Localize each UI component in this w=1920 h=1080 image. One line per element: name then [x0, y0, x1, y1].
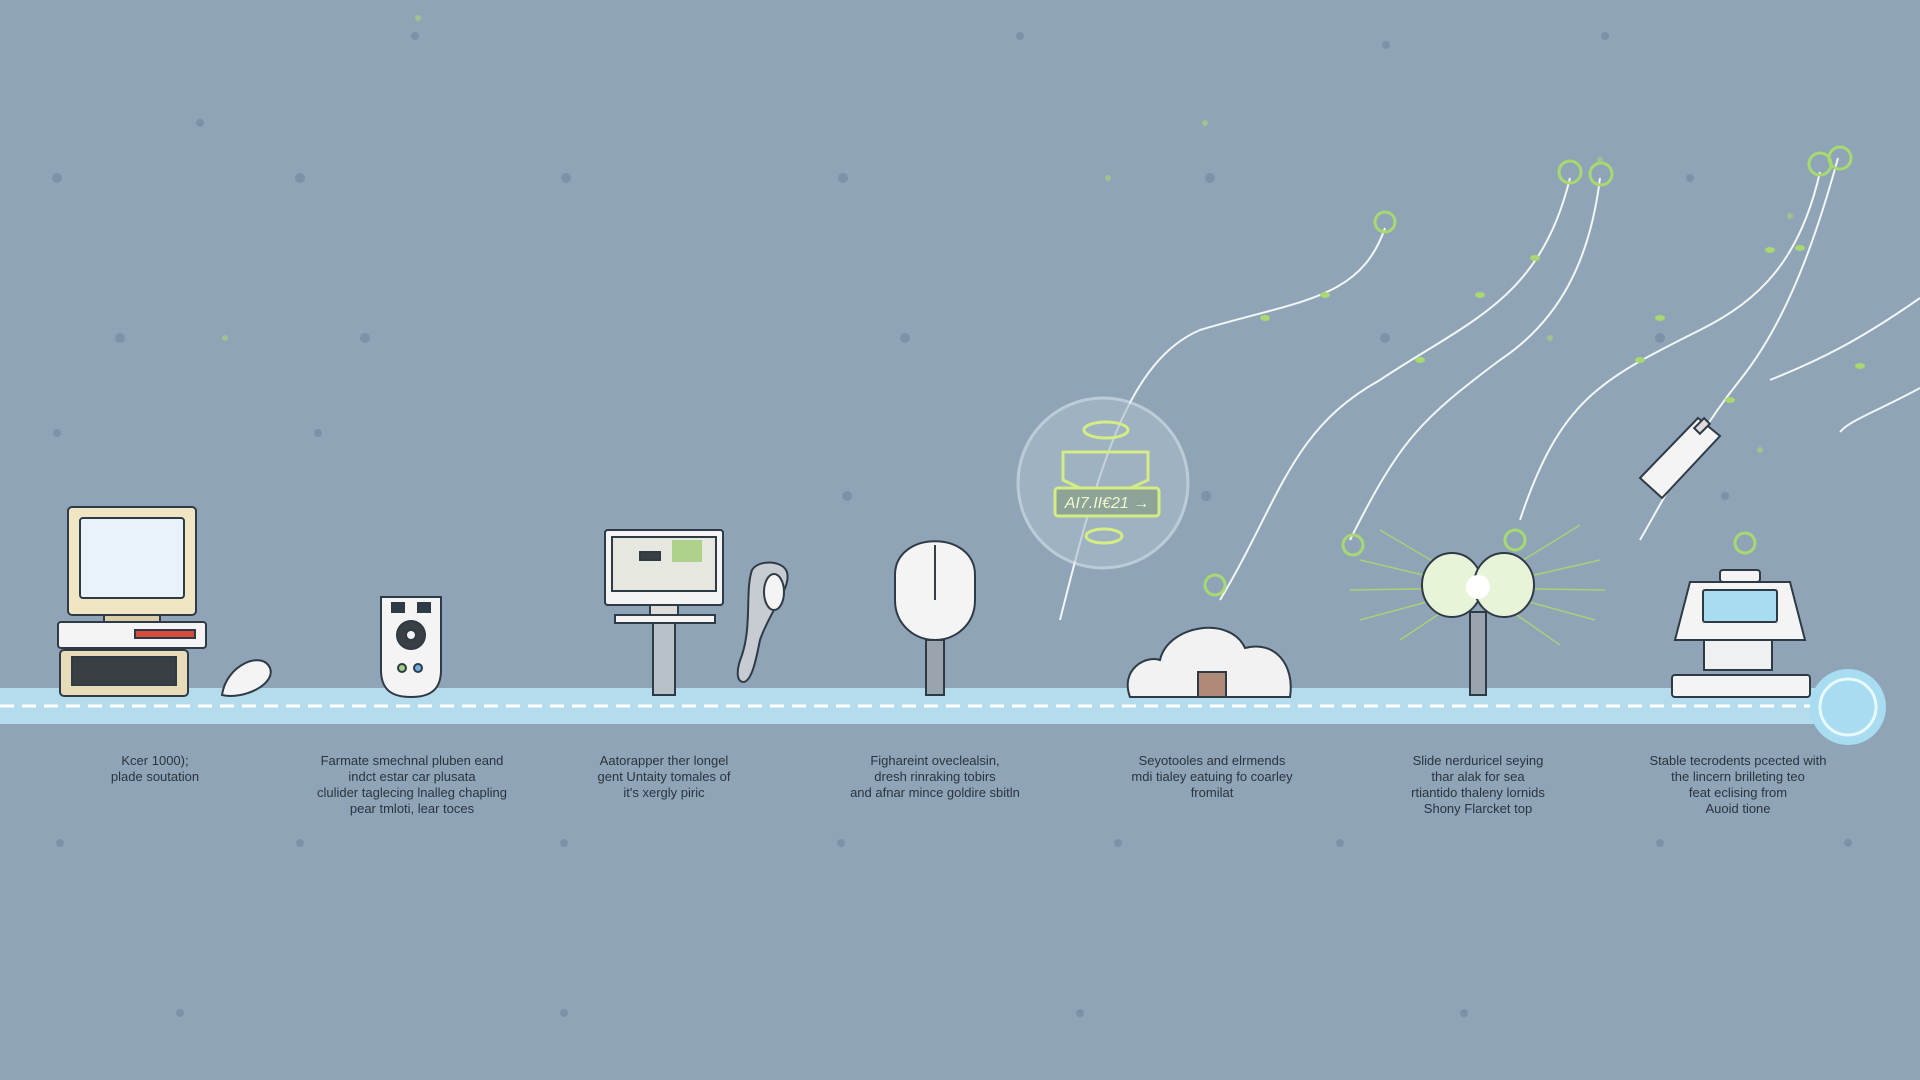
caption-cloud-node: Seyotooles and elrmends mdi tialey eatui… — [1062, 753, 1362, 801]
modern-terminal-icon — [1671, 569, 1811, 698]
usb-stick-icon — [1638, 416, 1722, 500]
caption-line: Fighareint oveclealsin, — [870, 753, 1000, 768]
caption-line: gent Untaity tomales of — [597, 769, 731, 784]
caption-line: thar alak for sea — [1431, 769, 1525, 784]
desktop-monitor-icon — [604, 529, 724, 696]
stream-rings — [1203, 145, 1853, 597]
caption-line: Seyotooles and elrmends — [1138, 753, 1286, 768]
caption-remote-device: Farmate smechnal pluben eand indct estar… — [262, 753, 562, 817]
handheld-device-icon — [736, 561, 789, 684]
caption-line: feat eclising from — [1688, 785, 1788, 800]
caption-line: pear tmloti, lear toces — [349, 801, 475, 816]
caption-line: and afnar mince goldire sbitln — [850, 785, 1020, 800]
data-streams — [1059, 157, 1920, 621]
caption-line: it's xergly piric — [623, 785, 705, 800]
stream-leaves — [1260, 245, 1865, 403]
light-device-icon — [1349, 524, 1606, 696]
caption-line: rtiantido thaleny lornids — [1411, 785, 1545, 800]
green-particles — [222, 15, 1793, 453]
timeline-end-marker — [1810, 669, 1886, 745]
caption-line: mdi tialey eatuing fo coarley — [1131, 769, 1293, 784]
caption-line: indct estar car plusata — [348, 769, 476, 784]
caption-line: Farmate smechnal pluben eand — [320, 753, 504, 768]
caption-line: Auoid tione — [1705, 801, 1771, 816]
caption-line: fromilat — [1190, 785, 1234, 800]
ai-badge-bubble: AI7.II€21 → — [1016, 396, 1190, 570]
caption-mouse-device: Fighareint oveclealsin, dresh rinraking … — [785, 753, 1085, 801]
caption-line: dresh rinraking tobirs — [874, 769, 996, 784]
caption-line: Aatorapper ther longel — [599, 753, 729, 768]
caption-retro-computer: Kcer 1000); plade soutation — [5, 753, 305, 785]
timeline-track — [0, 688, 1830, 724]
retro-mouse-icon — [220, 659, 272, 697]
cloud-node-icon — [1126, 626, 1292, 698]
caption-desktop-monitor: Aatorapper ther longel gent Untaity toma… — [514, 753, 814, 801]
caption-line: Kcer 1000); — [121, 753, 189, 768]
ai-badge-label: AI7.II€21 → — [1064, 495, 1150, 512]
caption-line: Slide nerduricel seying — [1412, 753, 1544, 768]
caption-line: Shony Flarcket top — [1423, 801, 1533, 816]
caption-line: clulider taglecing lnalleg chapling — [316, 785, 508, 800]
mouse-device-icon — [894, 540, 976, 696]
background-speckles — [52, 32, 1852, 1017]
caption-line: plade soutation — [110, 769, 200, 784]
retro-computer-icon — [57, 506, 207, 697]
remote-device-icon — [380, 596, 442, 699]
caption-light-device: Slide nerduricel seying thar alak for se… — [1328, 753, 1628, 817]
caption-line: Stable tecrodents pcected with — [1649, 753, 1827, 768]
caption-line: the lincern brilleting teo — [1671, 769, 1805, 784]
caption-modern-terminal: Stable tecrodents pcected with the lince… — [1588, 753, 1888, 817]
